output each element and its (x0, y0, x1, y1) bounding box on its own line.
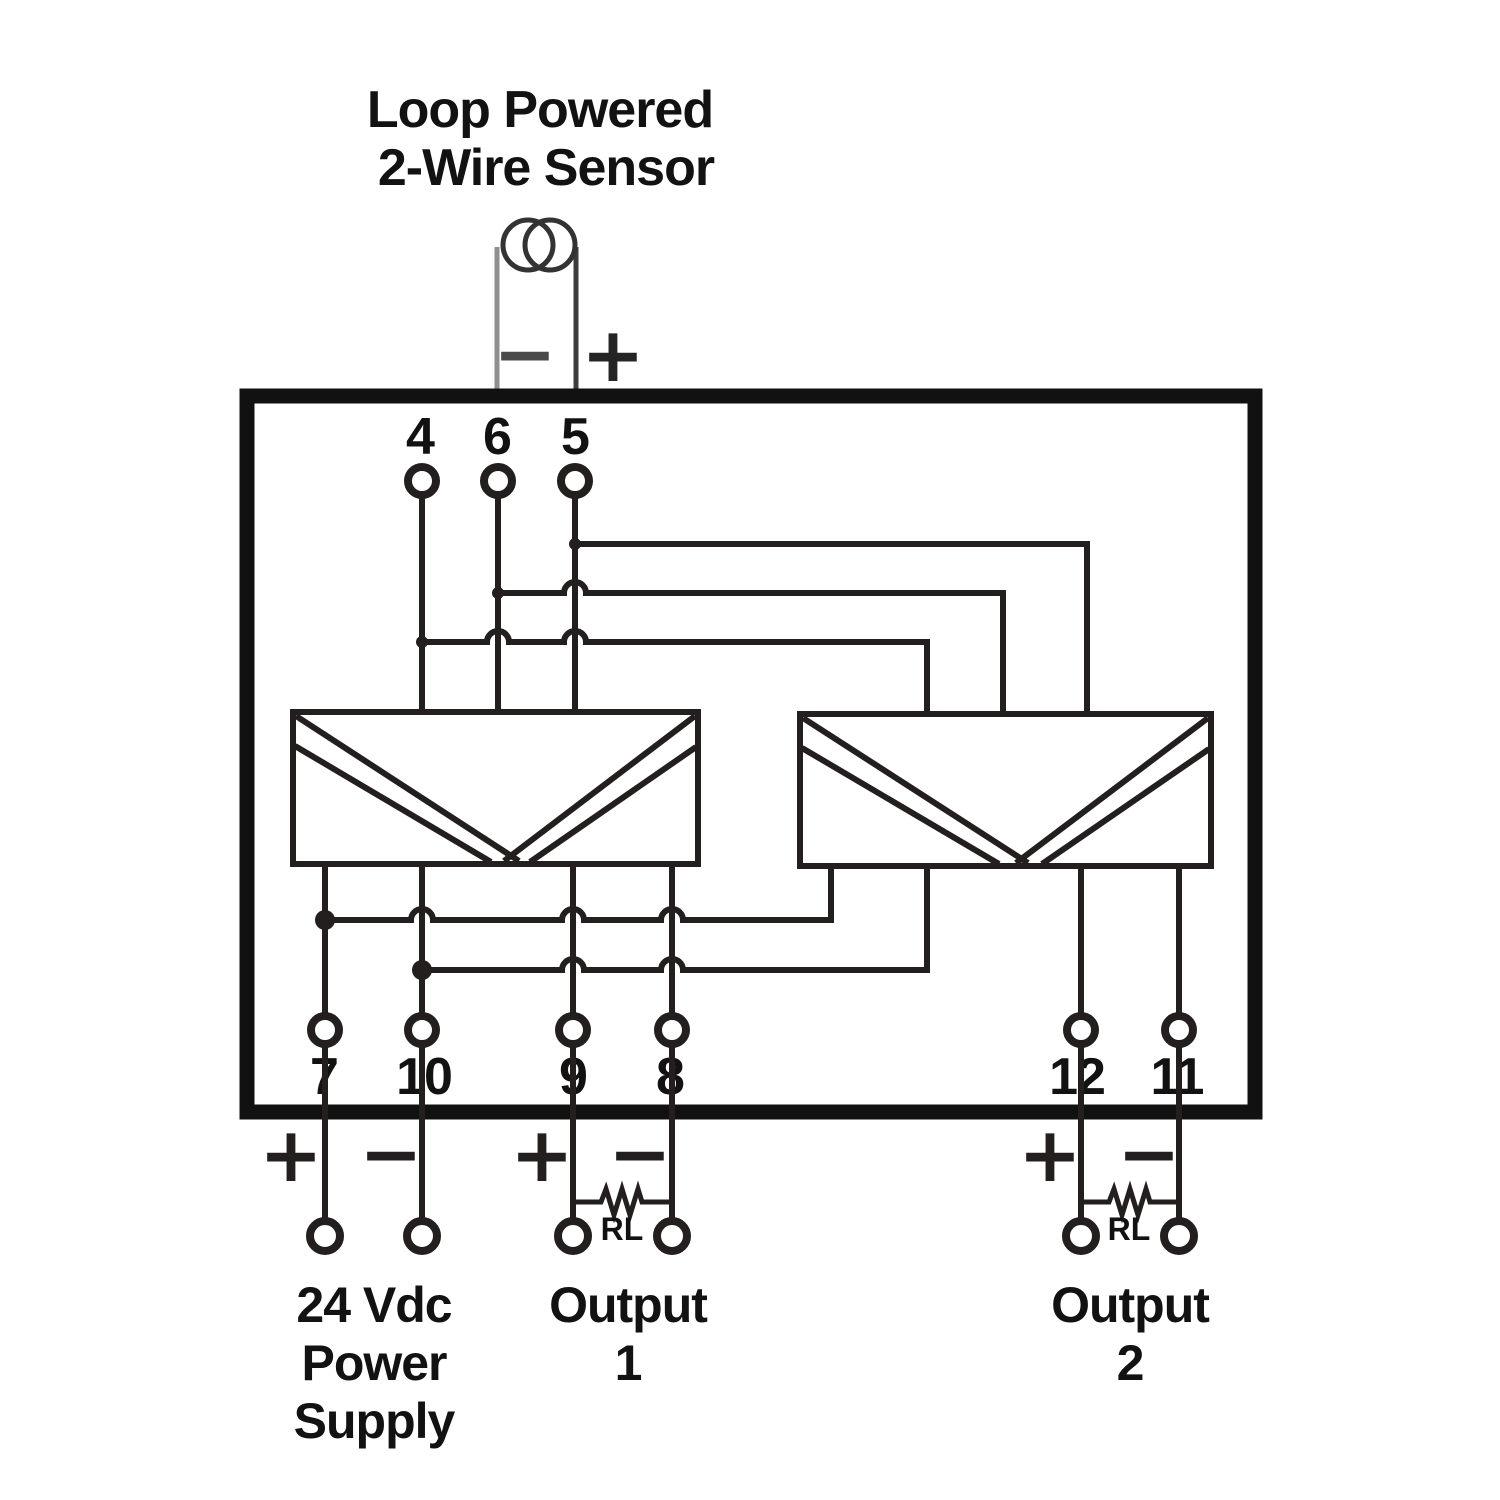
terminal-5-label: 5 (561, 408, 589, 466)
supply-plus-sign: + (259, 1110, 323, 1199)
internal-wiring (315, 495, 1182, 1016)
wire-terminal4-to-isolator2 (422, 628, 930, 714)
wire-supply-minus-rail (422, 866, 930, 973)
wire-terminal5-to-isolator2 (575, 541, 1090, 714)
junction-dot (492, 587, 504, 599)
output2-caption-line1: Output (1051, 1277, 1210, 1333)
terminal-4-circle (404, 463, 440, 499)
junction-dot (569, 538, 581, 550)
isolator-2-stripe (1014, 715, 1210, 866)
output1-load-label: RL (601, 1211, 644, 1247)
current-source-icon (522, 217, 578, 273)
terminal-6-circle (480, 463, 516, 499)
isolator-block-1 (290, 709, 701, 867)
terminal-8-circle (654, 1012, 690, 1048)
output2-load-label: RL (1108, 1211, 1151, 1247)
terminal-7-circle (307, 1012, 343, 1048)
output2-plus-sign: + (1018, 1110, 1082, 1199)
sensor-title-line2: 2-Wire Sensor (378, 139, 715, 197)
terminal-11-circle (1161, 1012, 1197, 1048)
supply-minus-lead-circle (403, 1217, 441, 1255)
output1-section: + − RL Output 1 (510, 1109, 709, 1391)
sensor-minus-sign: − (493, 309, 557, 398)
terminal-6-label: 6 (483, 408, 511, 466)
loop-powered-sensor: Loop Powered 2-Wire Sensor − + (367, 81, 716, 400)
output1-minus-lead-circle (653, 1217, 691, 1255)
terminal-9-circle (555, 1012, 591, 1048)
terminal-12-circle (1063, 1012, 1099, 1048)
isolator-1-stripe (502, 713, 697, 864)
supply-caption-line2: Power (301, 1335, 447, 1391)
output2-section: + − RL Output 2 (1018, 1109, 1211, 1391)
supply-minus-sign: − (359, 1109, 423, 1198)
supply-caption-line1: 24 Vdc (296, 1277, 451, 1333)
output1-caption-line2: 1 (615, 1335, 642, 1391)
junction-dot (412, 960, 432, 980)
output1-plus-sign: + (510, 1110, 574, 1199)
wire-terminal6-to-isolator2 (498, 579, 1006, 714)
isolator-1-stripe (294, 713, 521, 864)
isolator-2-stripe (800, 745, 1001, 867)
terminal-4-label: 4 (406, 408, 435, 466)
power-supply-section: + − 24 Vdc Power Supply (259, 1109, 456, 1449)
junction-dot (416, 636, 428, 648)
isolator-1-stripe (293, 743, 493, 865)
current-source-icon (500, 217, 556, 273)
isolator-2-stripe (801, 715, 1030, 866)
junction-dot (315, 910, 335, 930)
output2-plus-lead-circle (1062, 1217, 1100, 1255)
isolator-block-2 (797, 711, 1214, 869)
output1-plus-lead-circle (554, 1217, 592, 1255)
supply-caption-line3: Supply (294, 1393, 456, 1449)
isolator-2-stripe (1040, 746, 1211, 867)
load-resistor-2-icon (1081, 1180, 1179, 1224)
external-wiring (306, 1044, 1198, 1255)
sensor-plus-sign: + (581, 310, 645, 399)
supply-plus-lead-circle (306, 1217, 344, 1255)
output2-minus-lead-circle (1160, 1217, 1198, 1255)
terminal-5-circle (557, 463, 593, 499)
output2-caption-line2: 2 (1117, 1335, 1144, 1391)
output1-minus-sign: − (608, 1109, 672, 1198)
output1-caption-line1: Output (549, 1277, 708, 1333)
wire-supply-plus-rail (325, 866, 834, 923)
isolator-1-stripe (528, 744, 698, 865)
output2-minus-sign: − (1117, 1109, 1181, 1198)
load-resistor-1-icon (573, 1180, 672, 1224)
sensor-title-line1: Loop Powered (367, 81, 713, 139)
terminal-10-circle (404, 1012, 440, 1048)
terminal-12-label: 12 (1049, 1048, 1105, 1106)
